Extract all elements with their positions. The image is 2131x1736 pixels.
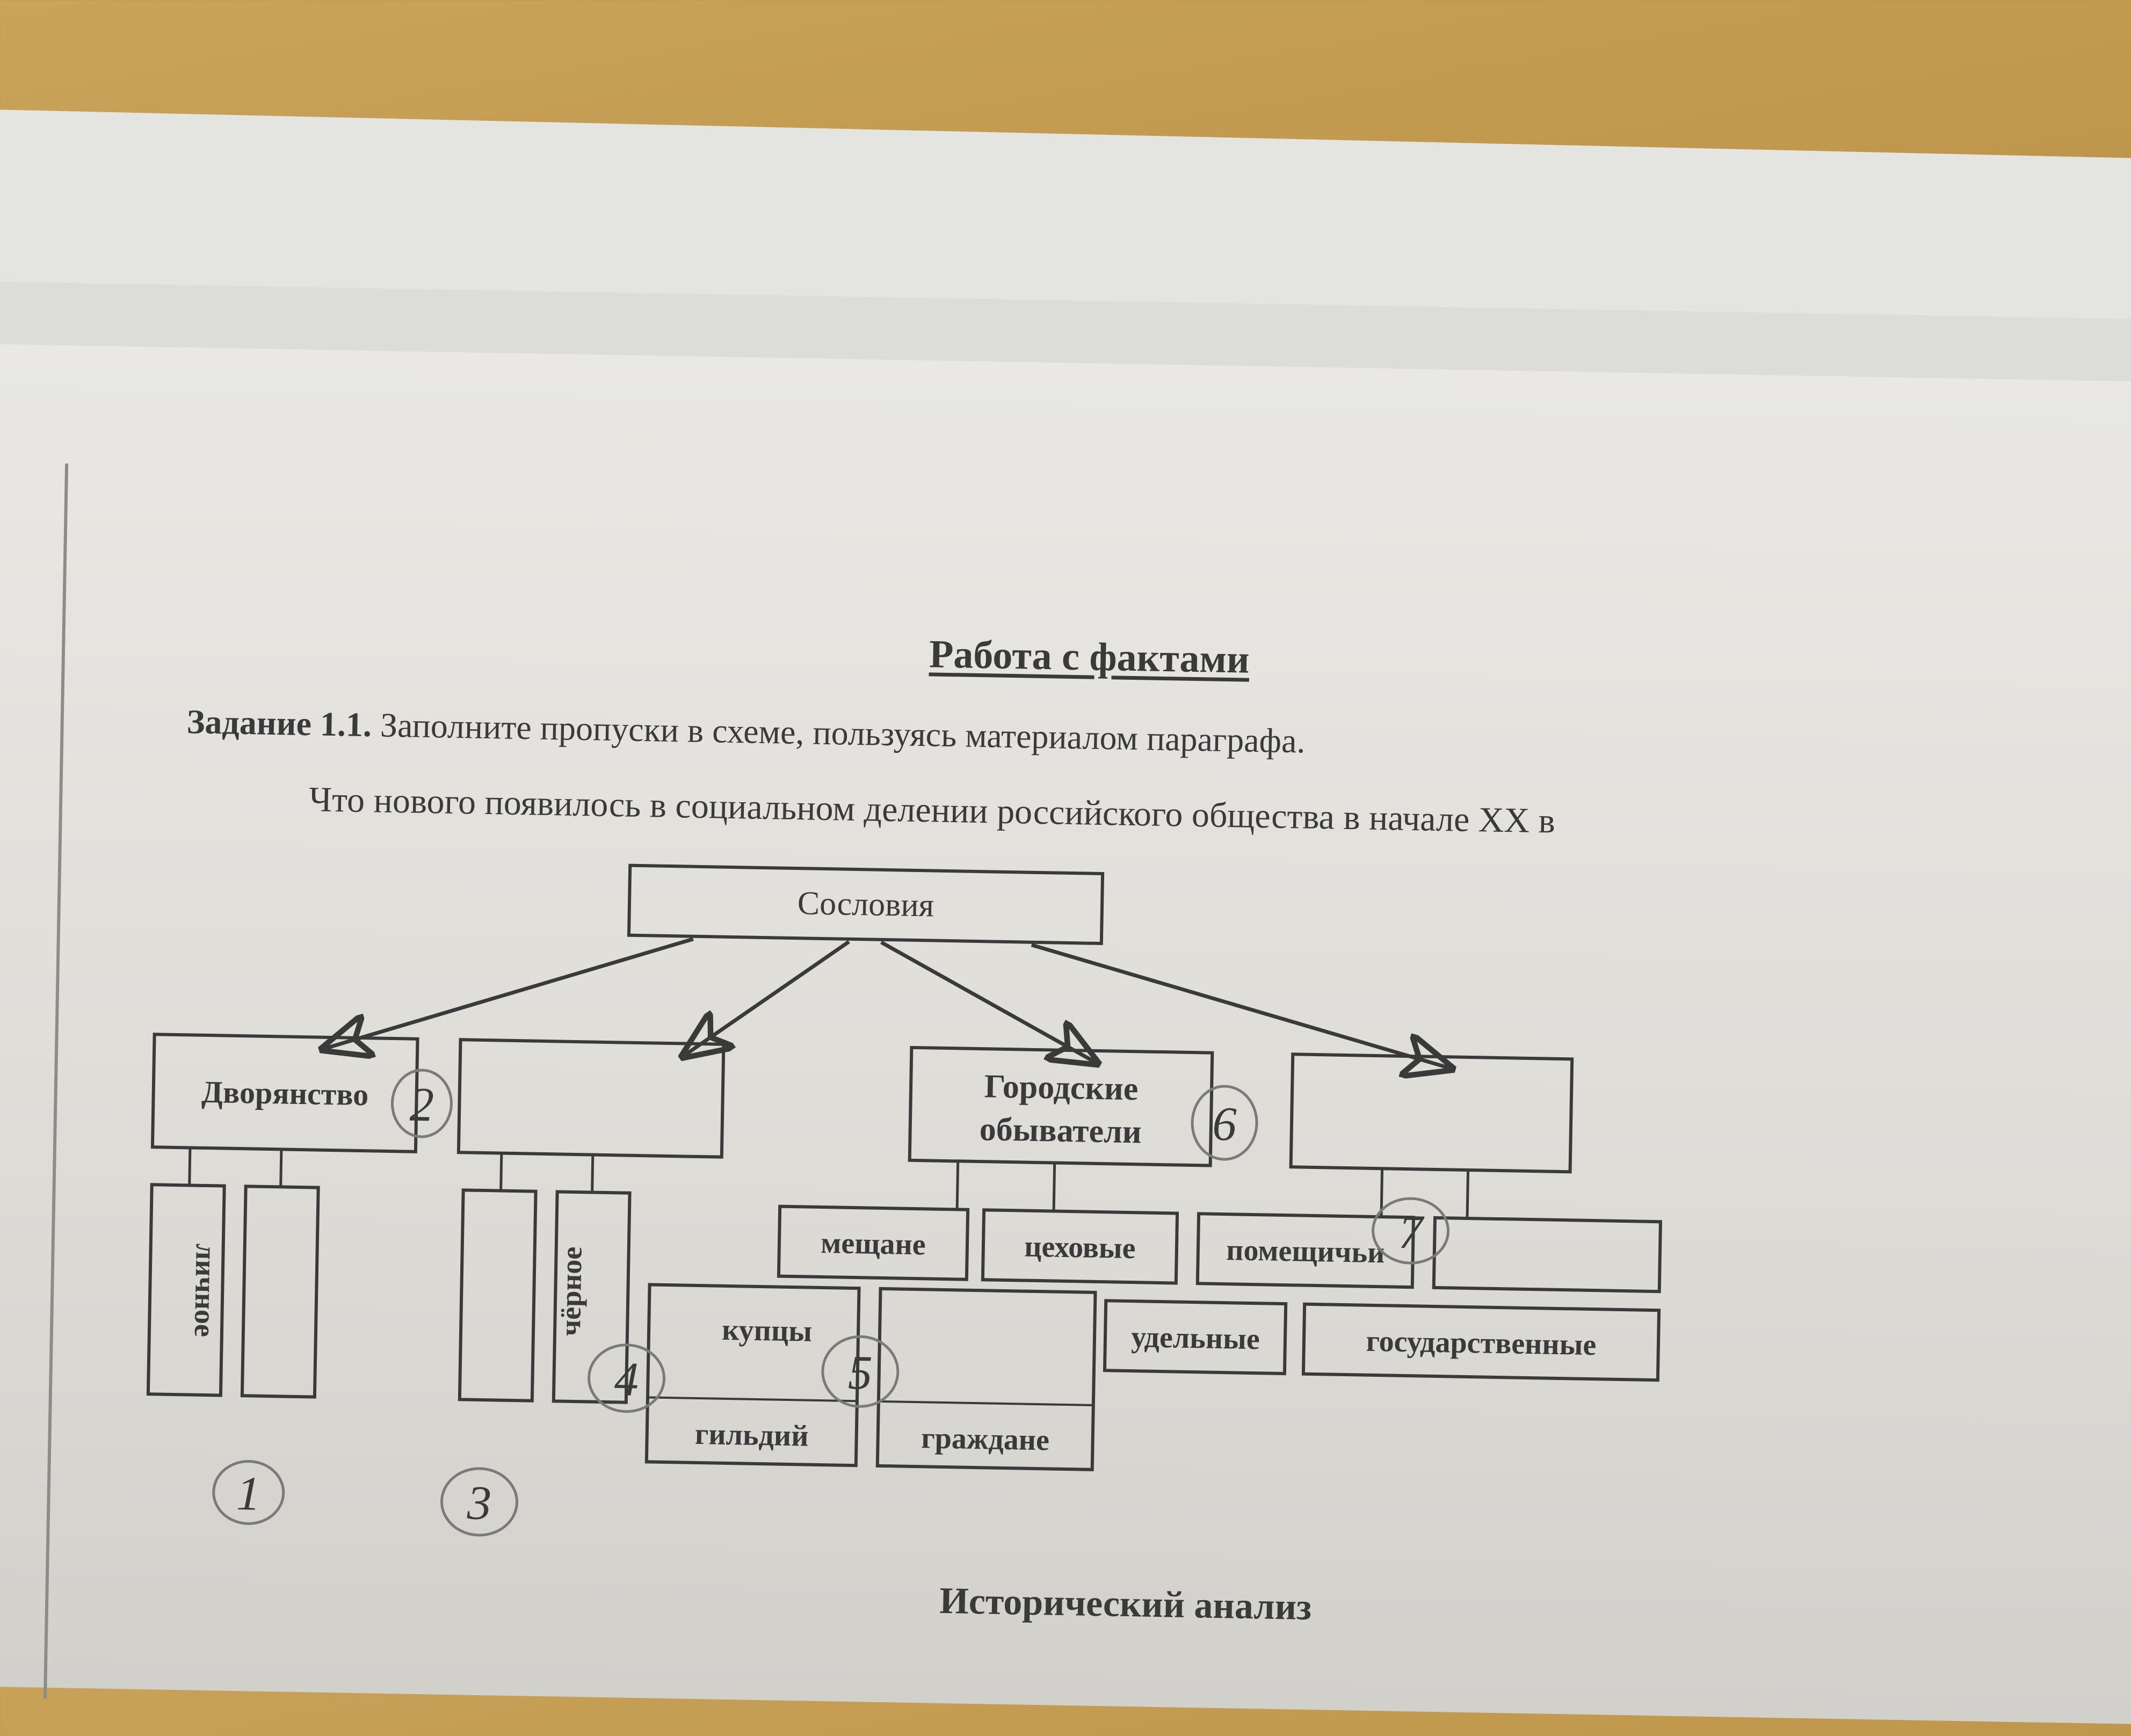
guild-craftsmen-label: цеховые <box>1024 1230 1136 1266</box>
guilds-label: гильдий <box>694 1418 809 1453</box>
annotation-number-1: 1 <box>236 1467 261 1521</box>
connector-lines <box>188 1147 1470 1219</box>
annotation-circle-5 <box>821 1335 900 1408</box>
blank-sub-box-3[interactable] <box>458 1188 538 1403</box>
annotation-number-3: 3 <box>466 1477 492 1530</box>
annotation-number-5: 5 <box>847 1346 873 1400</box>
annotation-circle-6 <box>1191 1085 1258 1161</box>
next-section-heading: Исторический анализ <box>939 1580 1312 1629</box>
citizens-box <box>875 1287 1097 1471</box>
appanage-box <box>1103 1299 1288 1376</box>
annotation-circle-1 <box>212 1459 285 1525</box>
annotation-circle-2 <box>390 1069 453 1138</box>
blank-sub-box-7[interactable] <box>1432 1216 1662 1294</box>
personal-nobility-box <box>146 1183 226 1397</box>
annotation-number-6: 6 <box>1212 1098 1237 1151</box>
nobility-label: Дворянство <box>201 1074 369 1112</box>
annotation-number-7: 7 <box>1398 1205 1425 1259</box>
urban-label-line1: Городские <box>984 1068 1139 1107</box>
citizens-divider <box>878 1400 1093 1406</box>
state-box <box>1301 1302 1661 1382</box>
landlord-label: помещичьи <box>1226 1233 1385 1269</box>
blank-estate-box-6[interactable] <box>1289 1052 1574 1174</box>
merchants-label: купцы <box>722 1313 813 1348</box>
annotation-number-2: 2 <box>409 1078 434 1132</box>
hierarchy-arrows <box>326 937 1450 1067</box>
merchants-divider <box>647 1396 857 1403</box>
nobility-box <box>150 1033 419 1153</box>
blank-estate-box-2[interactable] <box>456 1038 726 1159</box>
root-box <box>627 863 1105 946</box>
citizens-label: граждане <box>921 1421 1050 1457</box>
root-label: Сословия <box>797 885 934 924</box>
landlord-box <box>1195 1212 1416 1289</box>
annotation-circle-4 <box>588 1343 666 1413</box>
state-label: государственные <box>1366 1325 1597 1362</box>
appanage-label: удельные <box>1131 1320 1260 1356</box>
annotation-number-4: 4 <box>614 1353 639 1406</box>
black-label: чёрное <box>554 1246 588 1336</box>
personal-nobility-label: личное <box>189 1244 222 1338</box>
annotation-circle-7 <box>1372 1197 1450 1265</box>
burghers-label: мещане <box>821 1226 926 1261</box>
blank-nobility-type-box-1[interactable] <box>240 1185 320 1399</box>
burghers-box <box>777 1204 970 1281</box>
estates-scheme-diagram: Сословия Дворянство Городские обыватели … <box>146 863 1662 1537</box>
annotation-circle-3 <box>440 1467 518 1537</box>
urban-dwellers-box <box>908 1045 1214 1167</box>
urban-label-line2: обыватели <box>979 1111 1142 1150</box>
guild-craftsmen-box <box>981 1208 1179 1285</box>
black-sub-box <box>552 1190 632 1404</box>
merchants-box <box>644 1283 861 1468</box>
worksheet-page: Работа с фактами Задание 1.1. Заполните … <box>0 344 2131 1725</box>
